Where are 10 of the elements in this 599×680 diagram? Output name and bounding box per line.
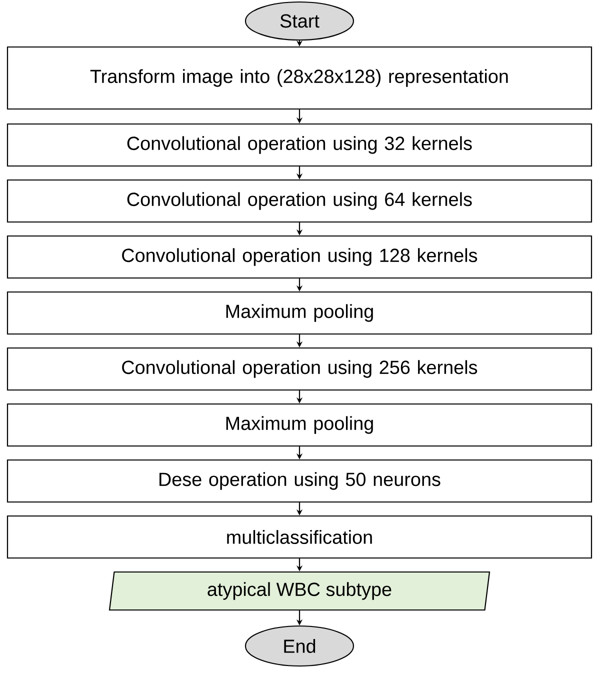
process-box: Transform image into (28x28x128) representation [6,46,592,110]
process-box: Maximum pooling [6,291,592,335]
process-box: Convolutional operation using 32 kernels [6,123,592,167]
process-box: multiclassification [6,515,592,559]
process-box: Convolutional operation using 128 kernels [6,235,592,279]
data-parallelogram: atypical WBC subtype [108,571,490,611]
process-box: Convolutional operation using 64 kernels [6,179,592,223]
process-box: Maximum pooling [6,403,592,447]
process-box: Dese operation using 50 neurons [6,459,592,503]
process-box: Convolutional operation using 256 kernels [6,347,592,391]
